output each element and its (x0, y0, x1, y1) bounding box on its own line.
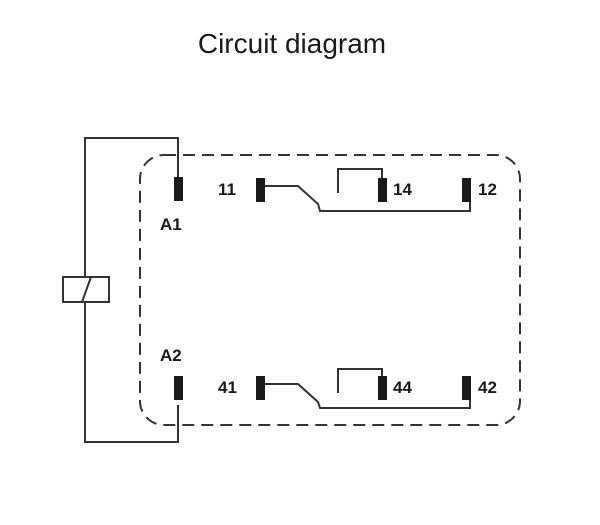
terminal-14 (378, 178, 387, 202)
no-contact-bracket-lower (337, 368, 383, 393)
relay-housing-boundary (139, 154, 521, 426)
terminal-12-label: 12 (478, 180, 497, 199)
contact-set-lower: 41 44 42 (218, 368, 497, 409)
switch-arm-lower (265, 383, 471, 409)
terminal-12 (462, 178, 471, 202)
terminal-a1-label: A1 (160, 215, 182, 234)
no-contact-bracket-upper (337, 168, 383, 193)
terminal-44 (378, 376, 387, 400)
diagram-title: Circuit diagram (197, 28, 387, 59)
terminal-14-label: 14 (393, 180, 412, 199)
terminal-11-label: 11 (218, 180, 236, 199)
terminal-42-label: 42 (478, 378, 497, 397)
terminal-41 (256, 376, 265, 400)
terminal-41-label: 41 (218, 378, 237, 397)
coil-winding-mark (81, 276, 92, 303)
switch-arm-upper (265, 185, 471, 212)
terminal-42 (462, 376, 471, 400)
terminal-a1 (174, 177, 183, 201)
terminal-44-label: 44 (393, 378, 412, 397)
terminal-a2-label: A2 (160, 346, 182, 365)
contact-set-upper: 11 14 12 (218, 168, 497, 212)
terminal-a2 (174, 376, 183, 400)
terminal-11 (256, 178, 265, 202)
